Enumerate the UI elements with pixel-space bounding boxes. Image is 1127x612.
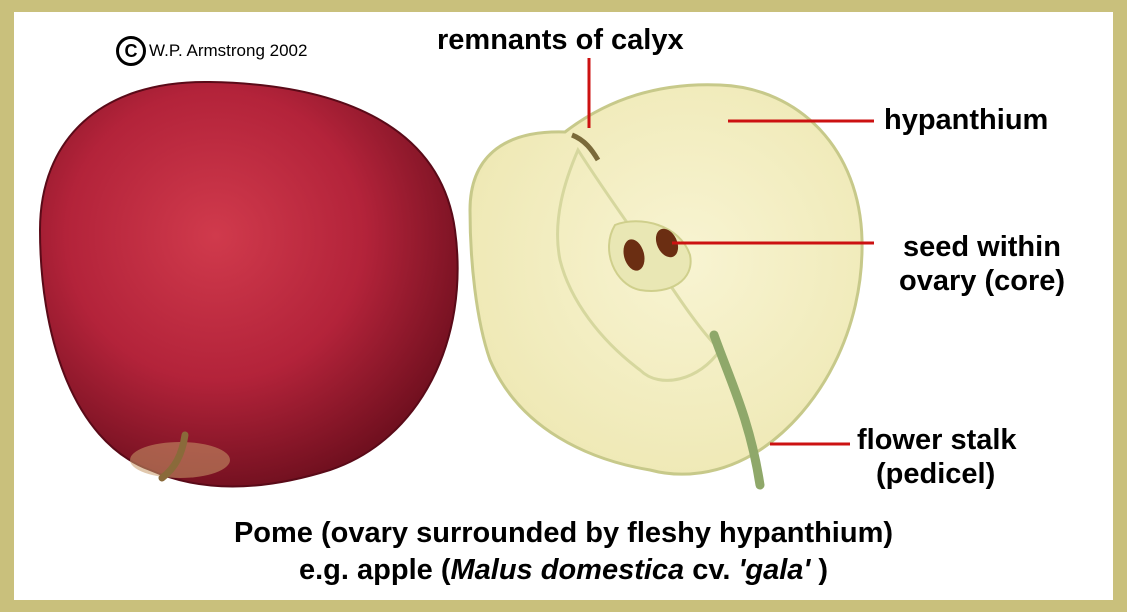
caption-mid: cv. xyxy=(684,554,738,586)
hypanthium-label: hypanthium xyxy=(884,104,1048,136)
stalk-label-line1: flower stalk xyxy=(857,424,1017,456)
caption-cultivar: 'gala' xyxy=(738,554,810,586)
whole-apple xyxy=(40,82,458,487)
calyx-label: remnants of calyx xyxy=(437,24,684,56)
caption-suffix: ) xyxy=(810,554,828,586)
caption-species: Malus domestica xyxy=(450,554,684,586)
copyright-icon: C xyxy=(116,36,146,66)
caption-line1: Pome (ovary surrounded by fleshy hypanth… xyxy=(0,517,1127,550)
copyright-text: W.P. Armstrong 2002 xyxy=(149,41,307,61)
seed-label-line1: seed within xyxy=(903,231,1061,263)
copyright-notice: C W.P. Armstrong 2002 xyxy=(116,36,307,66)
seed-label-line2: ovary (core) xyxy=(899,265,1065,297)
stalk-label-line2: (pedicel) xyxy=(876,458,995,490)
cut-apple-half xyxy=(470,85,862,485)
caption-prefix: e.g. apple ( xyxy=(299,554,450,586)
caption-line2: e.g. apple (Malus domestica cv. 'gala' ) xyxy=(0,554,1127,587)
